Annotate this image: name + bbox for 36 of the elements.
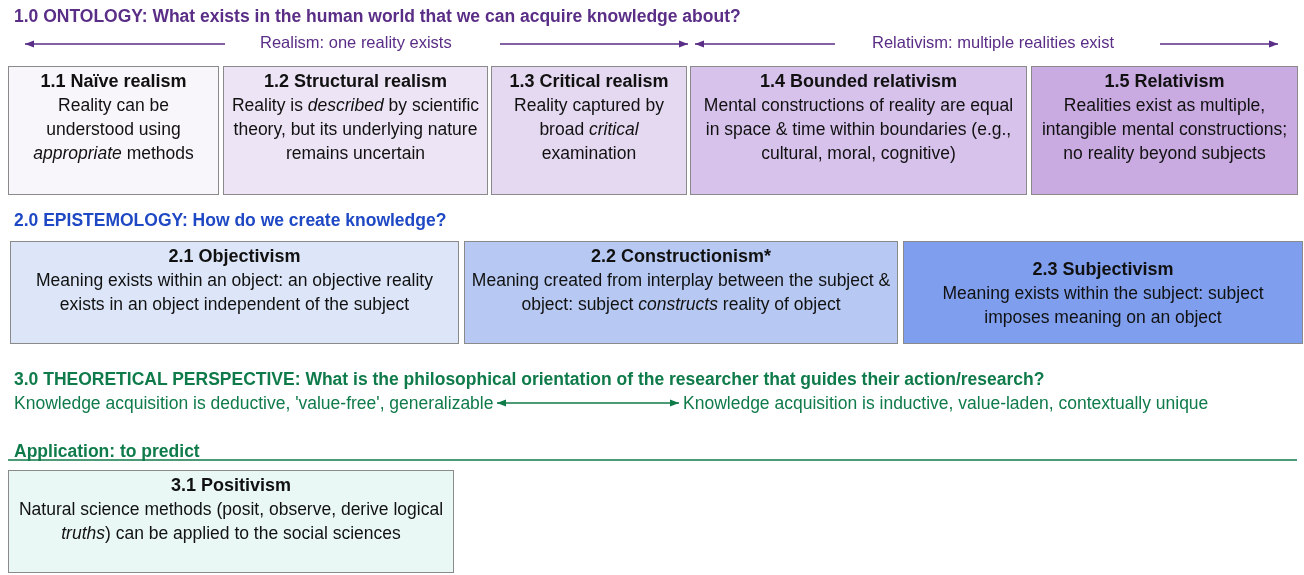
box-description: Reality captured by broad critical examination [513,94,665,165]
box-description: Mental constructions of reality are equal in space & time within boundaries (e.g., cultural, moral, cognitive) [702,94,1015,165]
range-label: Realism: one reality exists [260,33,452,52]
concept-box [491,66,687,195]
concept-box [1031,66,1298,195]
concept-box [10,241,459,344]
box-description: Reality can be understood using appropriate methods [32,94,195,165]
section-heading: 1.0 ONTOLOGY: What exists in the human world that we can acquire knowledge about? [14,6,741,27]
concept-box [8,66,219,195]
box-description: Reality is described by scientific theory, but its underlying nature remains uncertain [230,94,481,165]
section-heading: 3.0 THEORETICAL PERSPECTIVE: What is the philosophical orientation of the researcher that guides their action/research? [14,369,1045,390]
concept-box [464,241,898,344]
box-description: Realities exist as multiple, intangible mental constructions; no reality beyond subjects [1040,94,1289,165]
box-description: Meaning created from interplay between the subject & object: subject constructs reality of object [471,269,891,316]
box-title: 3.1 Positivism [170,474,292,497]
concept-box [223,66,488,195]
box-description: Natural science methods (posit, observe, derive logical truths) can be applied to the social sciences [17,498,445,545]
section-heading: Application: to predict [14,441,200,462]
box-title: 1.3 Critical realism [509,70,669,93]
box-title: 1.2 Structural realism [263,70,448,93]
arrow [496,399,680,407]
section-heading: 2.0 EPISTEMOLOGY: How do we create knowledge? [14,210,447,231]
perspective-text: Knowledge acquisition is deductive, 'value-free', generalizable [14,392,494,414]
concept-box [903,241,1303,344]
box-description: Meaning exists within the subject: subject imposes meaning on an object [941,281,1265,329]
box-title: 1.4 Bounded relativism [759,70,958,93]
box-title: 2.1 Objectivism [168,245,301,268]
perspective-text: Knowledge acquisition is inductive, value-laden, contextually unique [683,392,1209,414]
box-title: 1.1 Naïve realism [40,70,187,93]
box-title: 2.3 Subjectivism [1032,257,1174,281]
range-label: Relativism: multiple realities exist [872,33,1115,52]
box-title: 1.5 Relativism [1104,70,1225,93]
box-title: 2.2 Constructionism* [590,245,771,268]
concept-box [8,470,454,573]
box-description: Meaning exists within an object: an objective reality exists in an object independent of the subject [35,269,434,316]
concept-box [690,66,1027,195]
